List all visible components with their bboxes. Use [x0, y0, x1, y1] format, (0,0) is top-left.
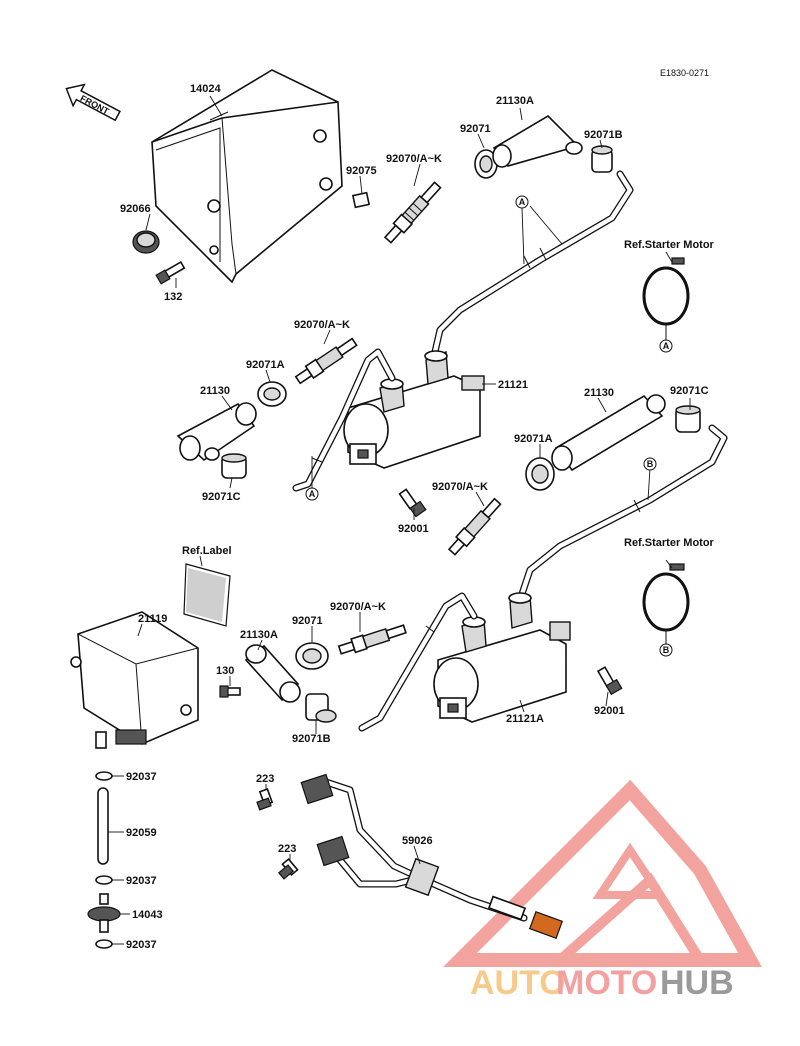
label-92071-top: 92071	[460, 123, 491, 135]
label-92059: 92059	[126, 827, 157, 839]
leader-lines	[108, 95, 691, 945]
label-223-b: 223	[278, 843, 296, 855]
part-132-bolt	[155, 260, 186, 285]
part-92071C-cap-right	[675, 405, 701, 433]
label-92066: 92066	[120, 203, 151, 215]
part-92071A-cap-right	[525, 457, 555, 491]
svg-text:A: A	[519, 197, 526, 207]
marker-b-wire: B	[643, 457, 657, 471]
part-92037-clip-c	[95, 939, 113, 949]
label-92037-b: 92037	[126, 875, 157, 887]
ref-label-sticker	[183, 563, 231, 627]
marker-a-ring: A	[659, 339, 673, 353]
part-223-bolt-a	[256, 788, 274, 811]
label-21121: 21121	[498, 379, 528, 391]
part-92066-grommet	[132, 230, 160, 254]
part-21130A-boot-low	[244, 644, 301, 703]
label-92001-low: 92001	[594, 705, 625, 717]
watermark-auto: AUTO	[470, 964, 566, 1002]
hv-wire-a	[430, 170, 634, 360]
part-92037-clip-a	[95, 771, 113, 781]
marker-a-wire: A	[515, 195, 529, 209]
part-92071C-cap-left	[221, 453, 247, 479]
part-92071A-cap-left	[257, 381, 287, 407]
label-14024: 14024	[190, 83, 221, 95]
part-92059-hose	[97, 787, 109, 865]
label-92071A-right: 92071A	[514, 433, 553, 445]
svg-text:A: A	[309, 489, 316, 499]
part-21121-coil	[343, 350, 485, 469]
label-92071C-left: 92071C	[202, 491, 241, 503]
label-92070-right: 92070/A~K	[432, 481, 488, 493]
part-21121A-coil	[433, 592, 571, 723]
label-92070-mid: 92070/A~K	[294, 319, 350, 331]
part-92071B-cap-top	[591, 145, 613, 173]
starter-clamp-ring-2	[642, 563, 690, 644]
part-92070-plug-right	[447, 497, 502, 556]
label-92071B-top: 92071B	[584, 129, 623, 141]
watermark-moto: MOTO	[556, 964, 657, 1002]
label-ref-starter-1: Ref.Starter Motor	[624, 239, 715, 251]
label-21130-right: 21130	[584, 387, 614, 399]
label-59026: 59026	[402, 835, 433, 847]
watermark-hub: HUB	[660, 964, 734, 1002]
marker-a-left: A	[305, 487, 319, 501]
label-92001-mid: 92001	[398, 523, 429, 535]
drawing-code: E1830-0271	[660, 68, 709, 78]
part-92070-plug-low	[337, 624, 407, 655]
label-ref-label: Ref.Label	[182, 545, 232, 557]
hv-wire-b	[516, 424, 728, 604]
part-92070-plug-top	[383, 181, 442, 244]
part-92037-clip-b	[95, 875, 113, 885]
label-92071A-left: 92071A	[246, 359, 285, 371]
starter-clamp-ring-1	[642, 257, 690, 340]
label-92070-top: 92070/A~K	[386, 153, 442, 165]
label-21130-left: 21130	[200, 385, 230, 397]
part-130-bolt	[219, 685, 241, 698]
label-92075: 92075	[346, 165, 377, 177]
marker-b-ring: B	[659, 643, 673, 657]
label-92071C-right: 92071C	[670, 385, 709, 397]
part-14024-cover	[151, 69, 343, 284]
svg-text:B: B	[647, 459, 654, 469]
svg-text:A: A	[663, 341, 670, 351]
label-21130A-low: 21130A	[240, 629, 278, 641]
label-132: 132	[164, 291, 182, 303]
part-92075-pad	[351, 191, 371, 209]
front-label: FRONT	[79, 93, 112, 117]
part-21119-igniter	[70, 611, 199, 749]
part-92071B-cap-low	[305, 693, 337, 723]
watermark-logo	[443, 779, 762, 967]
label-ref-starter-2: Ref.Starter Motor	[624, 537, 715, 549]
label-92071-low: 92071	[292, 615, 323, 627]
label-92037-a: 92037	[126, 771, 157, 783]
label-223-a: 223	[256, 773, 274, 785]
label-21130A-top: 21130A	[496, 95, 534, 107]
part-92001-bolt-mid	[398, 488, 427, 518]
front-arrow-icon: FRONT	[65, 83, 121, 122]
label-92070-low: 92070/A~K	[330, 601, 386, 613]
part-59026-harness	[300, 773, 564, 940]
hv-wire-a-left	[292, 348, 396, 492]
label-92037-c: 92037	[126, 939, 157, 951]
watermark-text: AUTO MOTO HUB	[470, 964, 734, 1002]
svg-text:B: B	[663, 645, 670, 655]
part-21130-boot-right	[551, 394, 666, 472]
label-21121A: 21121A	[506, 713, 544, 725]
part-21130A-boot-top	[492, 114, 583, 168]
hv-wire-b-left	[358, 592, 478, 732]
part-92070-plug-mid	[294, 337, 358, 385]
label-92071B-low: 92071B	[292, 733, 331, 745]
label-14043: 14043	[132, 909, 163, 921]
part-223-bolt-b	[277, 857, 299, 880]
part-14043-filter	[87, 893, 121, 933]
part-92071-cap-low	[295, 642, 329, 670]
label-21119: 21119	[138, 613, 167, 625]
part-21130-boot-left	[176, 402, 257, 462]
label-130: 130	[216, 665, 234, 677]
part-92001-bolt-low	[596, 666, 623, 696]
